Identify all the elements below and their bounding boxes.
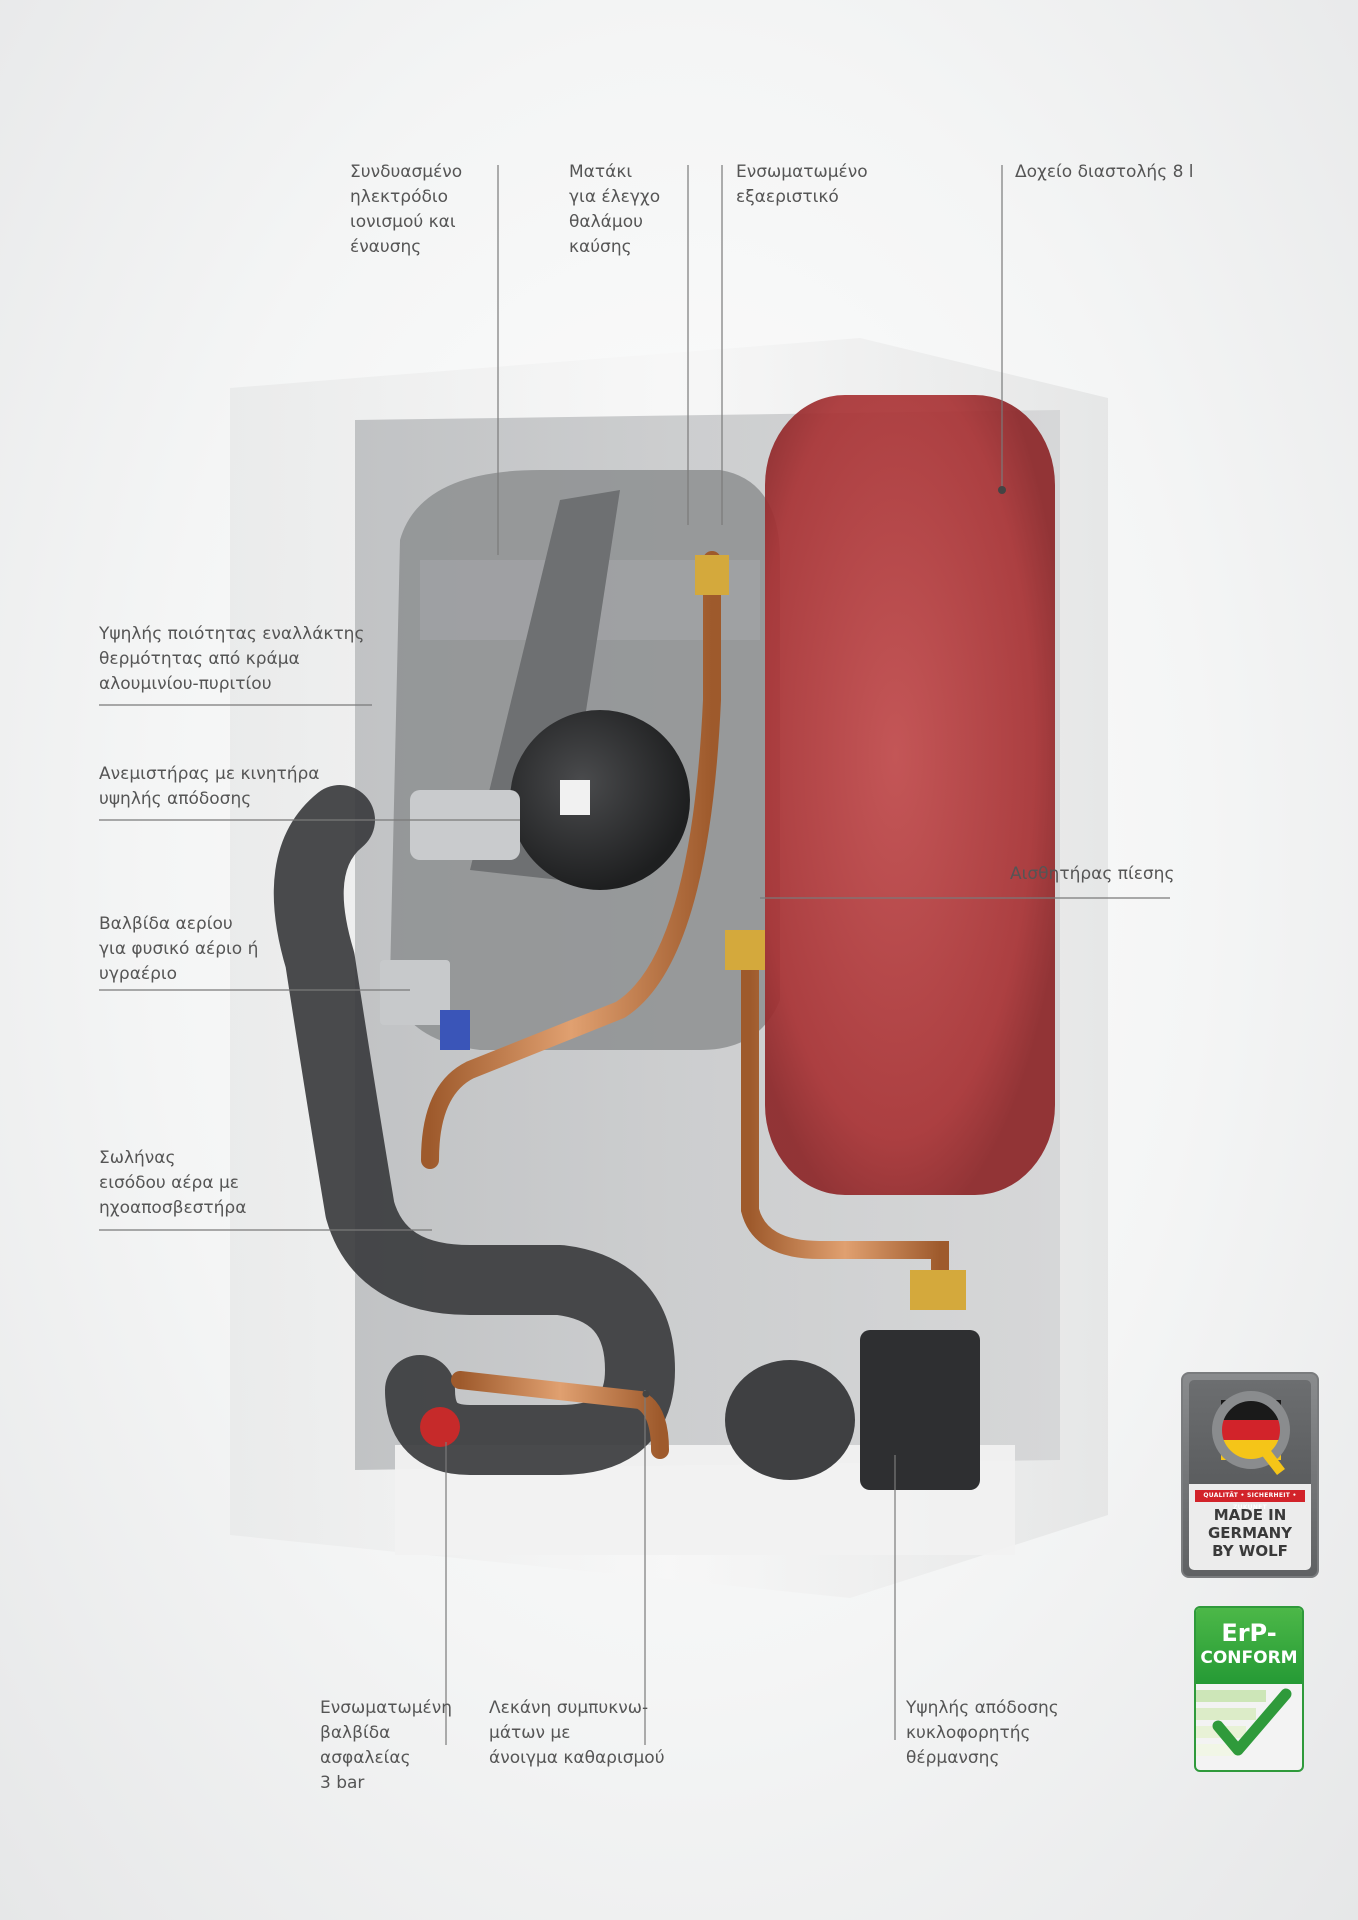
label-fan: Ανεμιστήρας με κινητήρα υψηλής απόδοσης (99, 764, 320, 809)
erp-line2: CONFORM (1200, 1648, 1298, 1668)
label-expansion-tank: Δοχείο διαστολής 8 l (1015, 162, 1194, 182)
checkmark-icon (1196, 1688, 1292, 1756)
pipe-fitting-top (695, 555, 729, 595)
label-gas-valve: Βαλβίδα αερίου για φυσικό αέριο ή υγραέρ… (99, 914, 259, 984)
fan-unit (410, 710, 690, 890)
q-flag-icon (1212, 1391, 1290, 1476)
erp-line1: ErP- (1221, 1619, 1277, 1647)
label-safety-valve: Ενσωματωμένη βαλβίδα ασφαλείας 3 bar (320, 1698, 453, 1793)
heat-exchanger (390, 470, 780, 1050)
label-heat-exchanger: Υψηλής ποιότητας εναλλάκτης θερμότητας α… (99, 624, 365, 694)
label-condensate-trap: Λεκάνη συμπυκνω- μάτων με άνοιγμα καθαρι… (489, 1698, 665, 1768)
made-in-germany-badge: QUALITÄT • SICHERHEIT • ZUKUNFT MADE IN … (1181, 1372, 1319, 1578)
gas-valve (380, 960, 470, 1050)
label-electrode: Συνδυασμένο ηλεκτρόδιο ιονισμού και έναυ… (350, 162, 463, 257)
pipe-fitting-mid (725, 930, 765, 970)
expansion-tank (765, 395, 1055, 1195)
made-in-text: MADE IN GERMANY BY WOLF (1207, 1506, 1293, 1560)
label-deaerator: Ενσωματωμένο εξαεριστικό (736, 162, 868, 207)
pipe-fitting-bottom (910, 1270, 966, 1310)
leader-lines (99, 165, 1170, 1745)
label-circulator: Υψηλής απόδοσης κυκλοφορητής θέρμανσης (906, 1698, 1059, 1768)
boiler-casing (230, 338, 1108, 1598)
flue-duct (470, 490, 620, 880)
air-intake-hose (273, 785, 675, 1475)
leader-dots (642, 486, 1006, 1398)
quality-strip: QUALITÄT • SICHERHEIT • ZUKUNFT (1195, 1490, 1305, 1511)
label-air-hose: Σωλήνας εισόδου αέρα με ηχοαποσβεστήρα (99, 1148, 247, 1218)
label-sight-glass: Ματάκι για έλεγχο θαλάμου καύσης (569, 162, 661, 257)
circulation-pump (420, 1330, 980, 1490)
erp-conform-badge: ErP- CONFORM (1194, 1606, 1304, 1772)
copper-pipes (421, 551, 949, 1459)
label-pressure-sensor: Αισθητήρας πίεσης (1010, 864, 1175, 884)
